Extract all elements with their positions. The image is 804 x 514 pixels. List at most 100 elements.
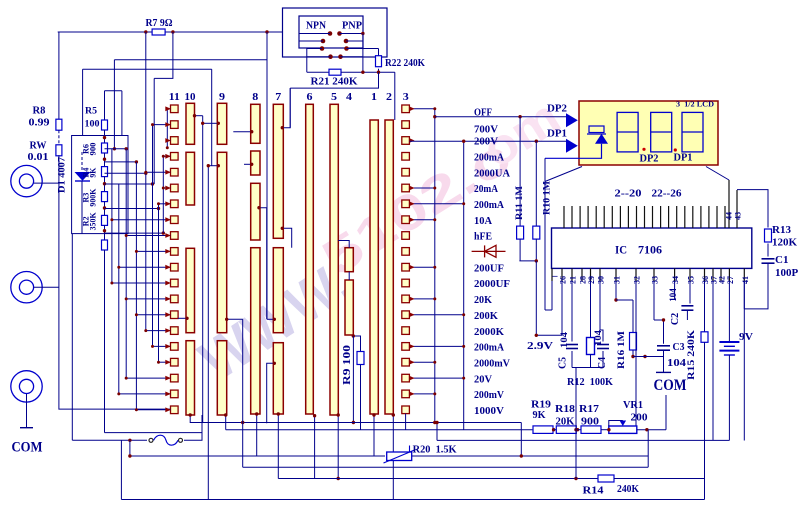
svg-text:26: 26	[559, 276, 568, 284]
svg-text:2.9V: 2.9V	[527, 340, 553, 352]
svg-text:11: 11	[169, 92, 180, 103]
svg-text:9K: 9K	[89, 167, 98, 178]
svg-text:4: 4	[346, 92, 352, 103]
svg-text:20K: 20K	[474, 294, 492, 306]
svg-text:COM: COM	[654, 377, 687, 394]
svg-text:D1 4007: D1 4007	[57, 156, 67, 193]
svg-text:R8: R8	[33, 106, 46, 117]
svg-text:20mA: 20mA	[474, 183, 498, 195]
svg-text:42: 42	[718, 276, 727, 284]
svg-text:R5: R5	[85, 107, 97, 117]
svg-text:7: 7	[275, 92, 281, 103]
svg-text:R14: R14	[583, 485, 605, 497]
svg-text:5: 5	[331, 92, 337, 103]
svg-text:21: 21	[569, 276, 578, 284]
svg-text:43: 43	[734, 212, 743, 220]
svg-text:9V: 9V	[739, 331, 753, 343]
svg-text:31: 31	[613, 276, 622, 284]
svg-text:104: 104	[668, 288, 678, 302]
svg-text:C2: C2	[670, 313, 681, 325]
svg-text:NPN: NPN	[306, 20, 326, 32]
svg-text:1000V: 1000V	[474, 405, 504, 417]
svg-text:8: 8	[252, 92, 258, 103]
svg-text:R22 240K: R22 240K	[385, 57, 425, 69]
svg-text:DP1: DP1	[674, 152, 693, 164]
svg-text:C1: C1	[775, 254, 788, 266]
svg-text:R17: R17	[579, 403, 600, 415]
svg-text:9K: 9K	[533, 409, 546, 421]
svg-text:1: 1	[371, 92, 377, 103]
svg-text:28: 28	[579, 276, 588, 284]
svg-text:C5: C5	[558, 357, 569, 369]
svg-text:OFF: OFF	[474, 107, 492, 119]
svg-text:C3: C3	[673, 342, 685, 353]
svg-text:7106: 7106	[638, 243, 662, 257]
svg-text:R21 240K: R21 240K	[311, 76, 358, 88]
svg-text:10A: 10A	[474, 215, 492, 227]
svg-text:32: 32	[633, 276, 642, 284]
svg-text:34: 34	[671, 276, 680, 284]
svg-text:R18: R18	[555, 403, 576, 415]
svg-text:–: –	[552, 271, 559, 282]
svg-text:3 1/2 LCD: 3 1/2 LCD	[676, 101, 714, 109]
svg-text:DP1: DP1	[547, 128, 567, 140]
svg-text:R7 9Ω: R7 9Ω	[146, 17, 173, 29]
svg-text:200mA: 200mA	[474, 152, 504, 164]
svg-text:R3: R3	[82, 193, 91, 203]
svg-text:37: 37	[710, 276, 719, 284]
svg-text:COM: COM	[12, 440, 43, 456]
svg-text:35: 35	[687, 276, 696, 284]
svg-text:240K: 240K	[617, 483, 639, 495]
svg-text:200mA: 200mA	[474, 199, 504, 211]
svg-text:2000K: 2000K	[474, 326, 504, 338]
svg-text:RW: RW	[30, 141, 47, 152]
svg-text:900K: 900K	[89, 188, 98, 207]
svg-text:200mA: 200mA	[474, 342, 504, 354]
svg-text:R2: R2	[82, 216, 91, 226]
svg-text:120K: 120K	[772, 237, 798, 249]
svg-text:VR1: VR1	[623, 399, 643, 411]
svg-text:IC: IC	[615, 243, 627, 257]
svg-text:104: 104	[559, 331, 569, 348]
svg-text:29: 29	[587, 276, 596, 284]
svg-text:41: 41	[741, 276, 750, 284]
svg-text:44: 44	[725, 212, 734, 220]
svg-text:R10 1M: R10 1M	[543, 181, 553, 215]
svg-text:22--26: 22--26	[652, 188, 683, 200]
svg-text:30: 30	[597, 276, 606, 284]
svg-text:200mV: 200mV	[474, 389, 504, 401]
svg-text:R12 100K: R12 100K	[567, 376, 613, 388]
svg-text:2--20: 2--20	[615, 188, 643, 200]
svg-text:200: 200	[631, 412, 649, 424]
svg-text:20V: 20V	[474, 373, 492, 385]
svg-text:0.99: 0.99	[29, 118, 50, 129]
svg-text:R9 100: R9 100	[342, 345, 353, 385]
svg-text:2000UA: 2000UA	[474, 167, 510, 179]
svg-text:100: 100	[85, 120, 100, 130]
svg-text:R4: R4	[82, 168, 91, 178]
svg-text:R6: R6	[82, 144, 91, 154]
svg-text:20K: 20K	[556, 416, 575, 428]
svg-text:PNP: PNP	[342, 20, 362, 32]
svg-text:9: 9	[219, 92, 225, 103]
svg-text:R16 1M: R16 1M	[617, 331, 627, 369]
svg-text:700V: 700V	[474, 123, 498, 135]
svg-text:200K: 200K	[474, 310, 498, 322]
svg-text:R11 1M: R11 1M	[515, 186, 525, 220]
svg-text:DP2: DP2	[640, 153, 659, 165]
svg-text:C4: C4	[597, 357, 608, 369]
svg-text:200UF: 200UF	[474, 262, 504, 274]
svg-text:3: 3	[403, 92, 409, 103]
svg-text:350K: 350K	[89, 212, 98, 231]
svg-text:DP2: DP2	[547, 103, 567, 115]
svg-text:R15 240K: R15 240K	[687, 329, 697, 380]
svg-text:R20 1.5K: R20 1.5K	[413, 444, 457, 456]
svg-text:104: 104	[667, 358, 686, 369]
svg-text:104: 104	[593, 329, 603, 346]
svg-text:2000mV: 2000mV	[474, 357, 510, 369]
svg-text:100P: 100P	[775, 267, 799, 279]
svg-text:R13: R13	[772, 224, 791, 236]
svg-text:33: 33	[651, 276, 660, 284]
svg-text:900: 900	[89, 143, 98, 156]
svg-text:10: 10	[185, 92, 196, 103]
